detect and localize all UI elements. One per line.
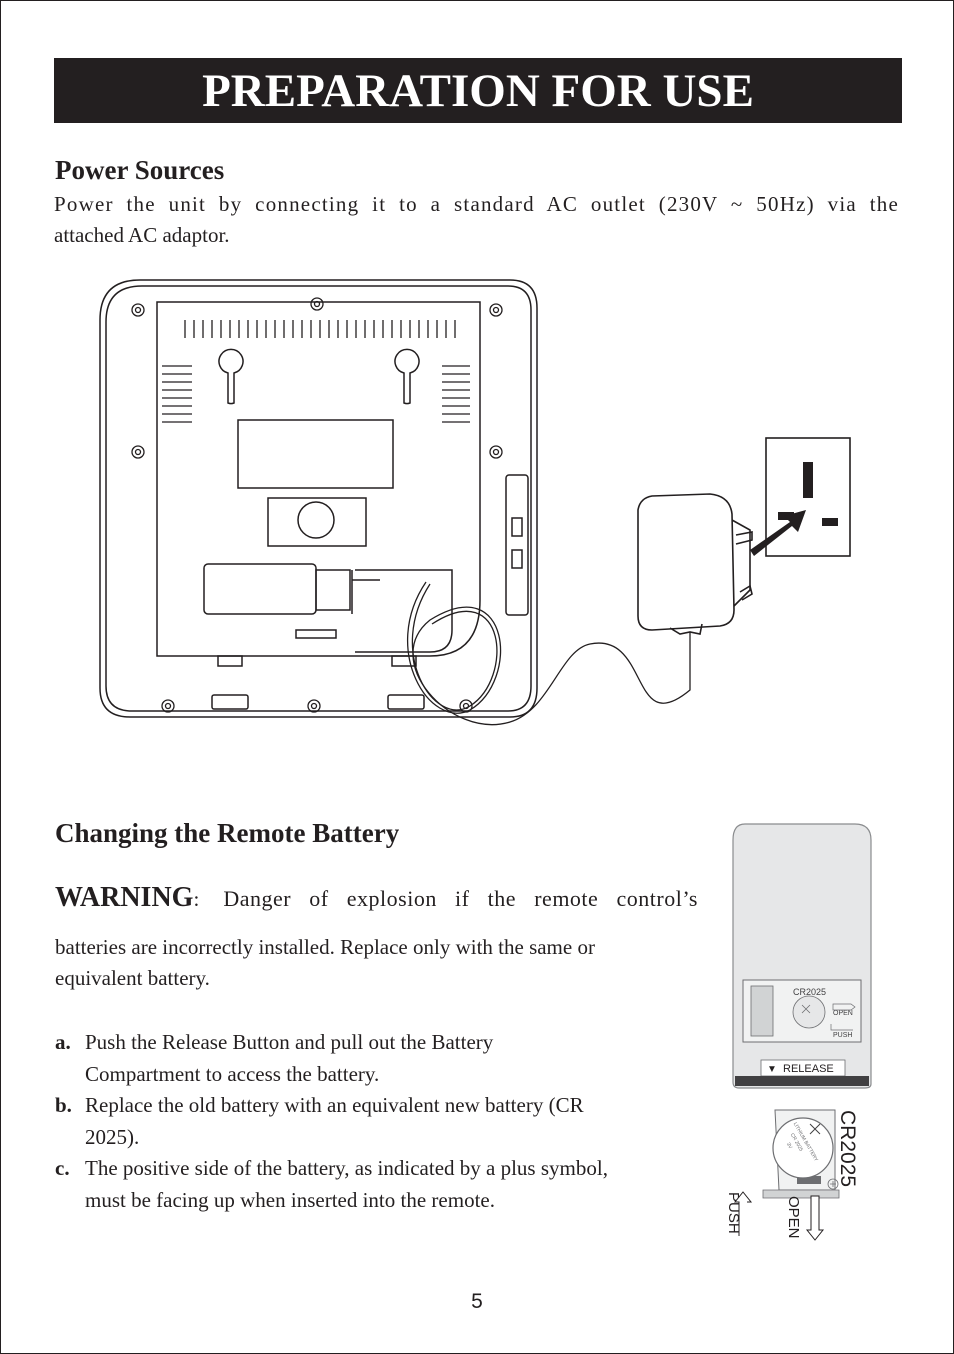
remote-battery-heading: Changing the Remote Battery xyxy=(55,818,400,848)
warning-text-line-1: Danger of explosion if the remote contro… xyxy=(223,886,698,911)
step-label: b. xyxy=(55,1093,72,1117)
step-text: 2025). xyxy=(85,1124,140,1149)
release-button-label: RELEASE xyxy=(783,1063,834,1075)
step-text: The positive side of the battery, as ind… xyxy=(85,1156,608,1180)
list-item: b. Replace the old battery with an equiv… xyxy=(55,1090,705,1153)
step-text: Replace the old battery with an equivale… xyxy=(85,1093,584,1117)
list-item: c. The positive side of the battery, as … xyxy=(55,1153,705,1216)
step-text: Compartment to access the battery. xyxy=(85,1061,380,1086)
step-label: a. xyxy=(55,1030,71,1054)
remote-battery-illustration: CR2025 OPEN PUSH ▼ RELEASE LITHIUM BATTE… xyxy=(725,823,872,1241)
warning-colon: : xyxy=(193,887,200,911)
remote-open-label: OPEN xyxy=(833,1010,853,1017)
warning-text-line-2: batteries are incorrectly installed. Rep… xyxy=(55,935,595,959)
battery-model-label: CR2025 xyxy=(836,1110,859,1187)
battery-steps-list: a. Push the Release Button and pull out … xyxy=(55,1027,705,1216)
power-text-line-2: attached AC adaptor. xyxy=(54,223,230,247)
warning-text-line-3: equivalent battery. xyxy=(55,966,210,990)
remote-battery-model: CR2025 xyxy=(793,987,826,997)
battery-print-3: 3V xyxy=(785,1142,794,1151)
push-arrow-icon xyxy=(733,1191,753,1236)
open-label: OPEN xyxy=(785,1196,802,1239)
remote-push-label: PUSH xyxy=(833,1032,852,1039)
device-adaptor-illustration xyxy=(99,279,851,726)
power-text-line-1: Power the unit by connecting it to a sta… xyxy=(54,192,899,216)
page-title: PREPARATION FOR USE xyxy=(54,58,902,123)
step-label: c. xyxy=(55,1156,70,1180)
list-item: a. Push the Release Button and pull out … xyxy=(55,1027,705,1090)
page-number: 5 xyxy=(471,1290,483,1313)
open-arrow-icon xyxy=(805,1195,825,1241)
power-sources-heading: Power Sources xyxy=(55,155,225,185)
step-text: must be facing up when inserted into the… xyxy=(85,1187,495,1212)
warning-text-block: batteries are incorrectly installed. Rep… xyxy=(55,932,698,994)
warning-label: WARNING xyxy=(55,882,194,913)
warning-line-1: WARNING: Danger of explosion if the remo… xyxy=(55,882,698,914)
release-arrow-icon: ▼ xyxy=(767,1064,777,1075)
step-text: Push the Release Button and pull out the… xyxy=(85,1030,494,1054)
